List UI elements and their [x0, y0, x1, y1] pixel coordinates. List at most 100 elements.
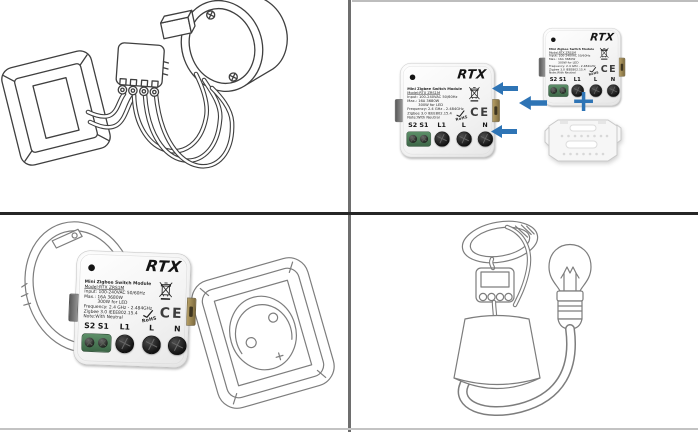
- terminal-screw: [97, 337, 108, 348]
- terminal-l1: [571, 84, 584, 97]
- terminal-label-n: N: [173, 323, 181, 334]
- horizontal-divider: [0, 212, 698, 215]
- terminal-screw: [550, 87, 557, 94]
- spec-label: Mini Zigbee Switch Module Model:RTX ZRS1…: [407, 87, 467, 120]
- spec-line: 300W for LED: [558, 61, 579, 65]
- lampshade-drawing: [453, 314, 541, 390]
- mounting-claw-right: [618, 57, 626, 77]
- rohs-check-icon: RoHS: [587, 66, 599, 77]
- arrow-left-icon: [492, 82, 518, 95]
- terminal-label-l1: L1: [119, 322, 131, 332]
- spec-line: Max.: 16A 3680W: [407, 99, 440, 104]
- switch-terminal-block: [548, 84, 569, 97]
- switch-terminal-block: [406, 131, 432, 147]
- spec-line: Note:With Neutral: [407, 115, 440, 120]
- zigbee-switch-module: RTX Mini Zigbee Switch Module Model:RTX …: [68, 250, 197, 369]
- terminal-label-s2s1: S2 S1: [84, 320, 109, 331]
- plus-icon: +: [571, 84, 597, 119]
- spec-line: Zigbee 3.0 IEEE802.15.4: [548, 67, 586, 72]
- terminal-label-l1: L1: [437, 121, 446, 129]
- terminal-l: [589, 84, 603, 97]
- spec-label: Mini Zigbee Switch Module Model:RTX ZRS1…: [549, 48, 598, 75]
- rohs-check-icon: RoHS: [454, 110, 468, 122]
- status-led-dot: [551, 37, 556, 42]
- terminal-n: [477, 131, 494, 147]
- mini-module-drawing: [475, 267, 515, 303]
- spec-line: Zigbee 3.0 IEEE802.15.4: [407, 111, 452, 116]
- quadrant-wiring-diagram: [0, 0, 349, 212]
- spec-line: Model:RTX ZRS1M: [407, 90, 441, 96]
- terminal-label-l: L: [593, 75, 598, 83]
- lamp-wiring-drawing: [453, 220, 592, 416]
- terminal-label-s2s1: S2 S1: [408, 121, 429, 129]
- quadrant-lamp-diagram: [352, 215, 698, 432]
- top-border-line: [352, 0, 698, 2]
- terminal-l1: [434, 131, 450, 147]
- brand-logo: RTX: [456, 66, 488, 82]
- spec-line: Input: 100-240VAC 50/60Hz: [407, 94, 458, 100]
- arrow-left-icon: [519, 96, 547, 110]
- spec-line: Frequency: 2.4 GHz - 2.484GHz: [407, 107, 464, 112]
- terminal-screw: [419, 134, 429, 143]
- terminal-label-l1: L1: [573, 75, 581, 83]
- lamp-socket-drawing: [556, 290, 584, 330]
- arrow-left-icon: [491, 125, 517, 138]
- quadrant-module-closeup: RTX Mini Zigbee Switch Module Model:RTX …: [352, 0, 698, 212]
- terminal-label-n: N: [610, 75, 616, 83]
- mounting-claw-left: [68, 293, 79, 322]
- rohs-check-icon: RoHS: [140, 309, 157, 324]
- vertical-divider: [348, 0, 351, 432]
- spec-line: 300W for LED: [418, 103, 444, 108]
- ce-mark: CE: [600, 63, 617, 75]
- weee-bin-icon: [469, 87, 480, 102]
- mounting-claw-left: [394, 99, 403, 123]
- terminal-label-l: L: [461, 121, 466, 129]
- module-photo-large: RTX Mini Zigbee Switch Module Model:RTX …: [394, 63, 622, 212]
- spec-line: Max.: 16A 3680W: [548, 57, 576, 62]
- wall-switch-drawing: [1, 50, 111, 166]
- module-photo-installed: RTX Mini Zigbee Switch Module Model:RTX …: [68, 250, 299, 432]
- terminal-n: [607, 84, 620, 97]
- terminal-label-n: N: [482, 121, 488, 129]
- mounting-bracket-photo: [544, 119, 622, 162]
- switch-terminal-block: [81, 333, 112, 353]
- weee-bin-icon: [159, 282, 173, 300]
- module-photo-small: RTX Mini Zigbee Switch Module Model:RTX …: [538, 28, 698, 212]
- terminal-l1: [115, 334, 135, 354]
- weee-bin-icon: [599, 47, 609, 60]
- wiring-diagram-drawing: [1, 0, 288, 169]
- spec-line: Mini Zigbee Switch Module: [548, 47, 595, 52]
- status-led-dot: [88, 264, 96, 272]
- brand-logo: RTX: [144, 257, 183, 277]
- ce-mark: CE: [159, 304, 184, 322]
- ce-mark: CE: [470, 105, 490, 120]
- spec-line: Input: 100-240VAC 50/60Hz: [548, 54, 591, 58]
- cable-stub-drawing: [159, 9, 196, 40]
- spec-line: Frequency: 2.4 GHz - 2.484GHz: [548, 64, 596, 68]
- zigbee-switch-module: RTX Mini Zigbee Switch Module Model:RTX …: [394, 63, 500, 158]
- junction-box-drawing: [180, 0, 288, 92]
- wiring-drawing: [85, 71, 235, 169]
- bottom-border-line: [0, 428, 698, 430]
- relay-module-drawing: [115, 42, 170, 97]
- terminal-l: [456, 131, 472, 147]
- terminal-screw: [559, 87, 567, 94]
- quadrant-installation: RTX Mini Zigbee Switch Module Model:RTX …: [0, 215, 348, 432]
- spec-line: Model:RTX ZRS1M: [548, 50, 576, 55]
- zigbee-switch-module: RTX Mini Zigbee Switch Module Model:RTX …: [538, 28, 626, 106]
- mounting-claw-right: [186, 297, 197, 326]
- terminal-screw: [408, 134, 417, 143]
- mounting-claw-right: [492, 99, 500, 123]
- spec-line: Note:With Neutral: [548, 71, 576, 75]
- brand-logo: RTX: [589, 31, 615, 44]
- socket-frame-drawing: [191, 257, 335, 409]
- bulb-drawing: [548, 244, 592, 292]
- terminal-screw: [84, 337, 95, 348]
- terminal-l: [141, 335, 162, 355]
- terminal-n: [167, 336, 187, 356]
- terminal-label-s2s1: S2 S1: [549, 75, 567, 83]
- spec-line: Mini Zigbee Switch Module: [407, 86, 463, 92]
- mounting-claw-left: [538, 57, 546, 77]
- terminal-label-l: L: [148, 323, 155, 333]
